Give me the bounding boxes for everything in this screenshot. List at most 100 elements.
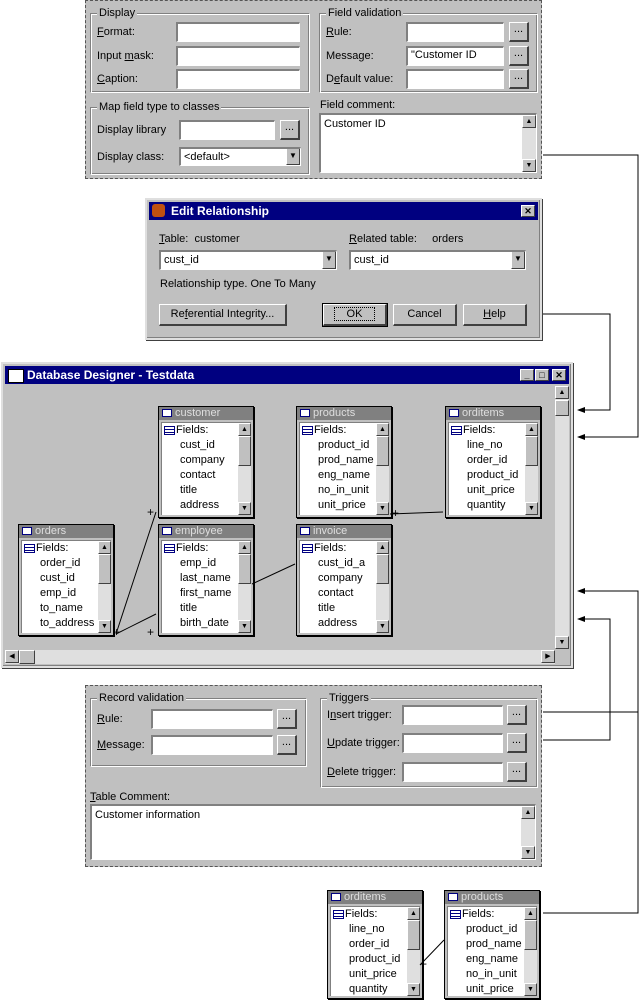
- scroll-thumb[interactable]: [524, 920, 537, 950]
- table-header[interactable]: products: [445, 891, 539, 904]
- scroll-up-icon[interactable]: ▲: [238, 541, 251, 554]
- message-builder-button[interactable]: ...: [509, 46, 529, 66]
- scroll-up-icon[interactable]: ▲: [238, 423, 251, 436]
- scroll-down-icon[interactable]: ▼: [238, 502, 251, 515]
- table-header[interactable]: products: [297, 407, 391, 420]
- table-comment-textarea[interactable]: Customer information ▲ ▼: [90, 804, 536, 860]
- scroll-up-icon[interactable]: ▲: [376, 423, 389, 436]
- insert-trigger-field[interactable]: [402, 705, 503, 725]
- record-message-field[interactable]: [151, 735, 273, 755]
- ok-button[interactable]: OK: [322, 303, 388, 327]
- table-header[interactable]: orders: [19, 525, 113, 538]
- update-trigger-builder-button[interactable]: ...: [507, 733, 527, 753]
- caption-field[interactable]: [176, 69, 300, 89]
- field-item[interactable]: to_name: [40, 602, 83, 614]
- field-item[interactable]: unit_price: [467, 484, 515, 496]
- update-trigger-field[interactable]: [402, 733, 503, 753]
- rule-field[interactable]: [406, 22, 504, 42]
- scroll-up-icon[interactable]: ▲: [524, 907, 537, 920]
- field-item[interactable]: address: [318, 617, 358, 629]
- scroll-up-icon[interactable]: ▲: [98, 541, 111, 554]
- field-item[interactable]: quantity: [467, 499, 506, 511]
- referential-integrity-button[interactable]: Referential Integrity...: [159, 304, 287, 326]
- format-field[interactable]: [176, 22, 300, 42]
- scroll-up-icon[interactable]: ▲: [376, 541, 389, 554]
- field-list-scrollbar[interactable]: ▲▼: [376, 423, 389, 515]
- record-rule-builder-button[interactable]: ...: [277, 709, 297, 729]
- scroll-thumb[interactable]: [376, 554, 389, 584]
- scroll-thumb-h[interactable]: [19, 650, 35, 664]
- table-header[interactable]: orditems: [328, 891, 422, 904]
- field-list-scrollbar[interactable]: ▲▼: [376, 541, 389, 633]
- field-item[interactable]: title: [180, 602, 198, 614]
- scroll-down-icon[interactable]: ▼: [376, 502, 389, 515]
- table-header[interactable]: employee: [159, 525, 253, 538]
- minimize-icon[interactable]: _: [520, 369, 534, 381]
- field-list-scrollbar[interactable]: ▲▼: [238, 423, 251, 515]
- field-item[interactable]: last_name: [180, 572, 231, 584]
- field-item[interactable]: first_name: [180, 587, 232, 599]
- field-item[interactable]: no_in_unit: [466, 968, 517, 980]
- table-header[interactable]: customer: [159, 407, 253, 420]
- display-class-select[interactable]: <default> ▼: [179, 147, 301, 166]
- scroll-right-icon[interactable]: ▶: [541, 650, 555, 663]
- field-comment-textarea[interactable]: Customer ID ▲ ▼: [319, 113, 537, 173]
- scroll-up-icon[interactable]: ▲: [525, 423, 538, 436]
- field-item[interactable]: product_id: [349, 953, 401, 965]
- field-item[interactable]: cust_id: [180, 439, 215, 451]
- vertical-scrollbar[interactable]: ▲ ▼: [555, 386, 569, 649]
- field-comment-scrollbar[interactable]: ▲ ▼: [522, 115, 536, 172]
- field-item[interactable]: eng_name: [318, 469, 370, 481]
- scroll-thumb[interactable]: [238, 554, 251, 584]
- close-icon[interactable]: ✕: [552, 369, 566, 381]
- rule-builder-button[interactable]: ...: [509, 22, 529, 42]
- scroll-thumb[interactable]: [98, 554, 111, 584]
- table-field-select[interactable]: cust_id ▼: [159, 250, 337, 270]
- field-item[interactable]: product_id: [318, 439, 370, 451]
- scroll-up-icon[interactable]: ▲: [522, 115, 536, 128]
- field-item[interactable]: order_id: [349, 938, 390, 950]
- field-list-scrollbar[interactable]: ▲▼: [525, 423, 538, 515]
- scroll-thumb[interactable]: [555, 400, 569, 416]
- table-header[interactable]: orditems: [446, 407, 540, 420]
- scroll-down-icon[interactable]: ▼: [407, 983, 420, 996]
- default-value-builder-button[interactable]: ...: [509, 69, 529, 89]
- field-item[interactable]: address: [180, 499, 220, 511]
- scroll-up-icon[interactable]: ▲: [407, 907, 420, 920]
- scroll-up-icon[interactable]: ▲: [555, 386, 569, 399]
- record-message-builder-button[interactable]: ...: [277, 735, 297, 755]
- scroll-thumb[interactable]: [376, 436, 389, 466]
- field-item[interactable]: company: [318, 572, 363, 584]
- default-value-field[interactable]: [406, 69, 504, 89]
- field-item[interactable]: contact: [318, 587, 354, 599]
- field-item[interactable]: cust_id_a: [318, 557, 366, 569]
- field-item[interactable]: unit_price: [349, 968, 397, 980]
- field-item[interactable]: birth_date: [180, 617, 229, 629]
- table-comment-scrollbar[interactable]: ▲ ▼: [521, 806, 535, 859]
- field-item[interactable]: cust_id: [40, 572, 75, 584]
- field-item[interactable]: eng_name: [466, 953, 518, 965]
- chevron-down-icon[interactable]: ▼: [286, 149, 300, 165]
- scroll-down-icon[interactable]: ▼: [521, 846, 535, 859]
- field-list-scrollbar[interactable]: ▲▼: [407, 907, 420, 996]
- input-mask-field[interactable]: [176, 46, 300, 66]
- scroll-thumb[interactable]: [407, 920, 420, 950]
- field-item[interactable]: quantity: [349, 983, 388, 995]
- horizontal-scrollbar[interactable]: ◀ ▶: [5, 650, 555, 664]
- field-item[interactable]: line_no: [467, 439, 503, 451]
- scroll-down-icon[interactable]: ▼: [98, 620, 111, 633]
- field-item[interactable]: no_in_unit: [318, 484, 369, 496]
- field-item[interactable]: prod_name: [318, 454, 374, 466]
